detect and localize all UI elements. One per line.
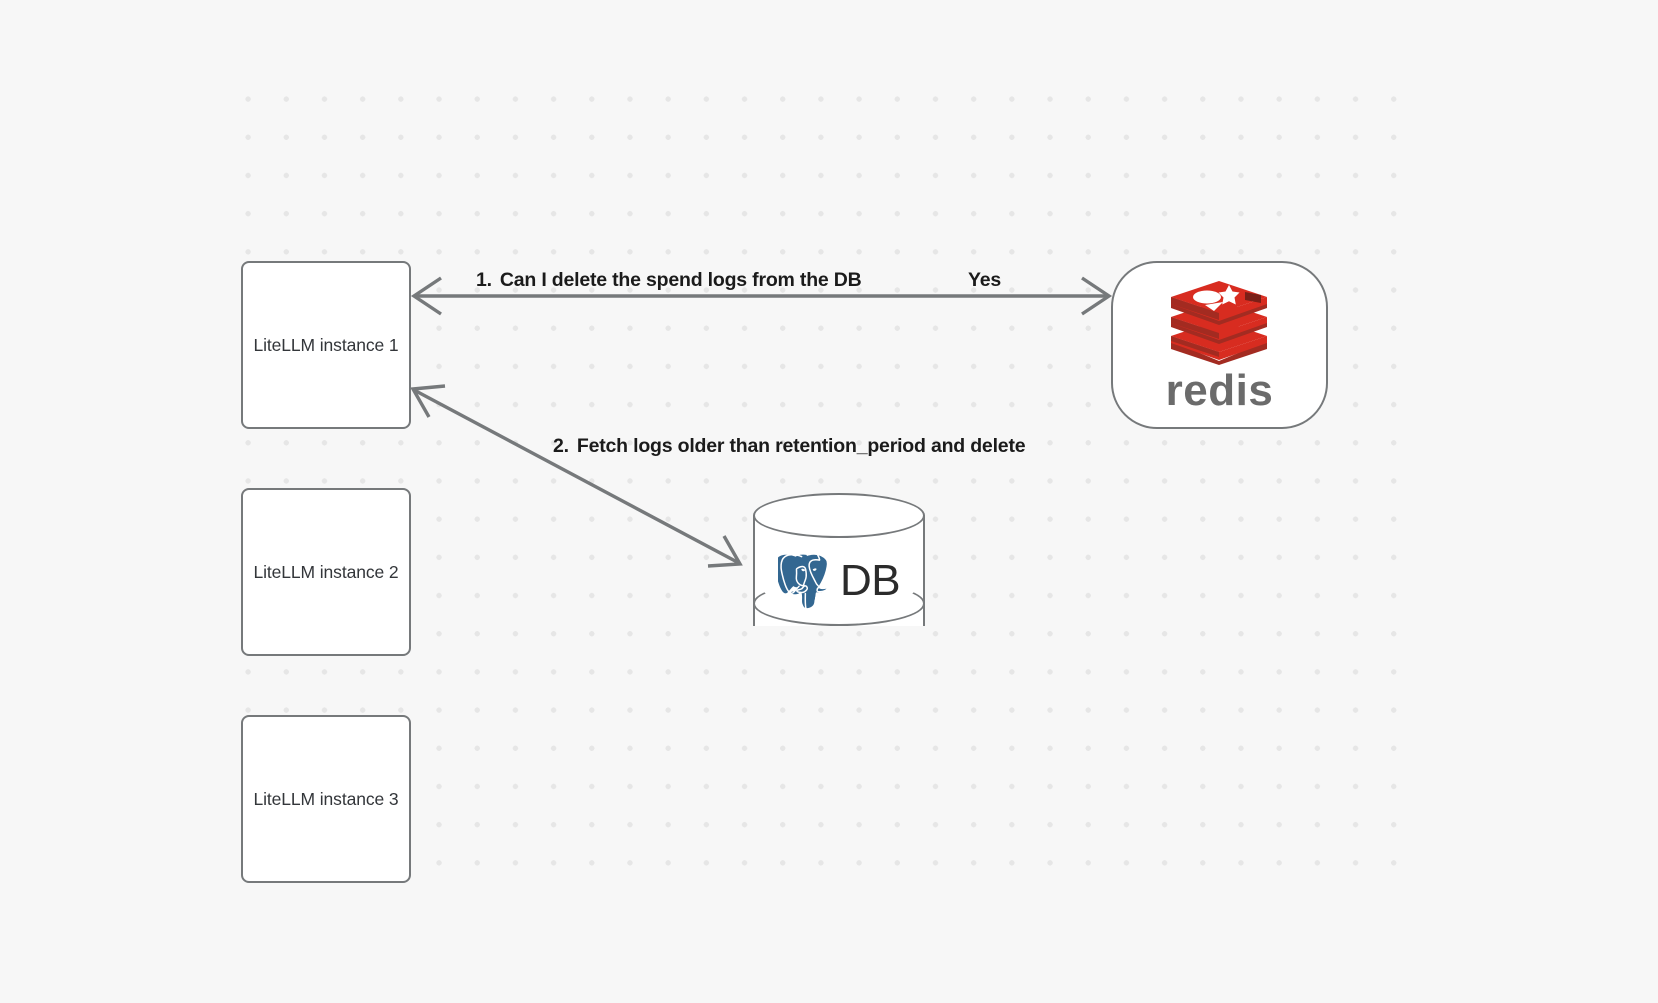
- node-litellm-instance-3[interactable]: LiteLLM instance 3: [241, 715, 411, 883]
- db-cylinder-top: [753, 493, 925, 538]
- node-label-litellm-instance-1: LiteLLM instance 1: [253, 334, 399, 355]
- edge-label-2: 2. Fetch logs older than retention_period…: [553, 435, 1026, 458]
- postgres-elephant-icon: [777, 550, 837, 611]
- redis-stacked-cube-icon: [1171, 281, 1268, 365]
- db-content: DB: [753, 533, 925, 628]
- edge-text-1: Can I delete the spend logs from the DB: [499, 269, 862, 291]
- node-label-litellm-instance-2: LiteLLM instance 2: [253, 561, 399, 582]
- edge-number-1: 1.: [476, 269, 492, 291]
- edge-text-2: Fetch logs older than retention_period a…: [576, 435, 1026, 457]
- edge-label-1: 1. Can I delete the spend logs from the D…: [476, 269, 862, 292]
- edge-reply-label-1: Yes: [968, 269, 1002, 291]
- edge-number-2: 2.: [553, 435, 569, 457]
- node-litellm-instance-2[interactable]: LiteLLM instance 2: [241, 488, 411, 656]
- node-redis[interactable]: redis: [1111, 261, 1328, 429]
- node-label-litellm-instance-3: LiteLLM instance 3: [253, 788, 399, 809]
- redis-wordmark: redis: [1165, 366, 1274, 415]
- edge-litellm1-db: [410, 384, 743, 568]
- node-postgres-db[interactable]: DB: [753, 493, 925, 648]
- db-label: DB: [839, 555, 901, 605]
- node-litellm-instance-1[interactable]: LiteLLM instance 1: [241, 261, 411, 429]
- redis-logo-wrap: redis: [1166, 279, 1274, 413]
